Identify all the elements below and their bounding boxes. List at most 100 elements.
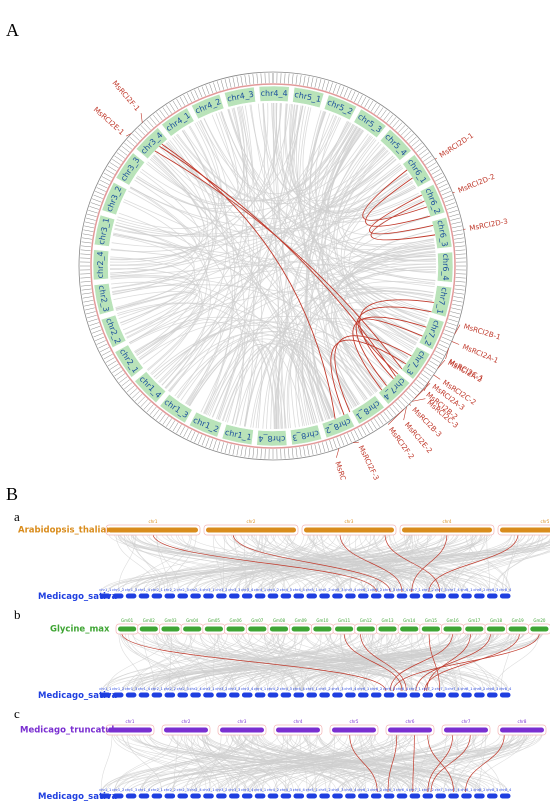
background-synteny-link [311, 632, 477, 692]
sativa-chromosome-label: chr1_2 [112, 687, 124, 691]
sativa-chromosome-chr2_4 [190, 692, 201, 698]
sativa-chromosome-label: chr5_3 [331, 687, 343, 691]
tick-mark [448, 318, 458, 322]
tick-mark [395, 401, 403, 410]
background-link [244, 215, 429, 427]
tick-mark [119, 149, 128, 156]
rci2-synteny-link [415, 632, 491, 692]
tick-mark [93, 194, 103, 199]
tick-mark [340, 86, 345, 96]
sativa-chromosome-label: chr5_3 [331, 588, 343, 592]
background-link [340, 167, 417, 345]
tick-mark [172, 100, 179, 110]
background-synteny-link [460, 549, 550, 593]
chromosome-label: chr4_4 [261, 89, 288, 98]
tick-mark [187, 93, 192, 103]
background-synteny-link [143, 733, 413, 793]
top-species-name: Medicago_truncatula [20, 726, 120, 736]
tick-mark [329, 439, 333, 450]
background-synteny-link [375, 533, 420, 593]
background-synteny-link [370, 733, 477, 793]
background-synteny-link [141, 533, 475, 593]
background-synteny-link [107, 632, 169, 692]
background-synteny-link [269, 533, 384, 593]
sativa-chromosome-chr5_3 [332, 593, 343, 599]
sativa-chromosome-chr1_2 [112, 793, 124, 799]
background-synteny-link [309, 533, 393, 593]
gene-pair-link [352, 316, 427, 391]
background-link [295, 269, 436, 427]
background-link [250, 103, 278, 186]
top-chromosome-Gm10 [313, 626, 332, 632]
background-synteny-link [324, 632, 476, 692]
background-synteny-link [334, 533, 534, 593]
tick-mark [101, 176, 111, 182]
subpanel-label-a: a [14, 509, 20, 524]
tick-mark [82, 237, 92, 240]
background-synteny-link [153, 533, 385, 593]
top-chromosome-label: chr4 [443, 519, 452, 524]
background-synteny-link [128, 533, 549, 593]
gene-label: MsRCI2D-1 [438, 131, 476, 160]
tick-mark [101, 350, 111, 356]
sativa-chromosome-chr2_2 [164, 593, 176, 599]
background-synteny-link [186, 533, 286, 593]
background-synteny-link [235, 632, 301, 692]
rci2-synteny-link [428, 533, 519, 593]
rci2-synteny-link [387, 733, 398, 793]
background-link [115, 224, 383, 388]
bottom-species-name: Medicago_sativa [38, 691, 117, 701]
background-synteny-link [185, 733, 220, 793]
top-chromosome-label: Gm10 [316, 618, 329, 623]
tick-mark [440, 340, 450, 345]
background-link [112, 157, 395, 293]
background-synteny-link [329, 632, 390, 692]
sativa-chromosome-label: chr3_3 [228, 588, 240, 592]
background-synteny-link [237, 632, 541, 692]
tick-mark [149, 406, 157, 415]
bottom-species-name: Medicago_sativa [38, 792, 117, 802]
background-link [252, 253, 436, 428]
background-link [228, 108, 436, 284]
gene-pair-link [330, 339, 407, 416]
top-chromosome-Gm19 [508, 626, 527, 632]
background-link [172, 137, 233, 415]
tick-mark [288, 73, 290, 84]
sativa-chromosome-chr2_3 [177, 593, 188, 599]
background-synteny-link [248, 533, 263, 593]
chromosome-band-chr1_1 [221, 423, 254, 446]
tick-mark [367, 422, 374, 432]
background-synteny-link [230, 733, 337, 793]
background-synteny-link [119, 632, 324, 692]
top-chromosome-label: chr4 [294, 719, 303, 724]
background-synteny-link [208, 733, 222, 793]
sativa-chromosome-label: chr7_3 [435, 588, 447, 592]
background-synteny-link [398, 733, 412, 793]
sativa-chromosome-chr8_4 [499, 692, 511, 698]
background-synteny-link [173, 733, 179, 793]
tick-mark [420, 152, 430, 159]
gene-leader-line [387, 409, 404, 425]
background-link [110, 171, 201, 266]
tick-mark [240, 446, 243, 457]
sativa-chromosome-label: chr7_3 [435, 687, 447, 691]
tick-mark [81, 288, 92, 291]
background-link [284, 103, 395, 202]
background-synteny-link [248, 733, 412, 793]
chromosome-band-chr3_1 [93, 214, 116, 247]
tick-mark [322, 442, 326, 452]
gene-leader-line [411, 398, 426, 402]
background-synteny-link [306, 733, 415, 793]
sativa-chromosome-chr5_3 [332, 793, 343, 799]
tick-mark [83, 229, 94, 232]
background-synteny-link [100, 733, 398, 793]
background-link [218, 112, 384, 387]
sativa-chromosome-chr4_1 [254, 593, 266, 599]
tick-mark [455, 253, 466, 255]
tick-mark [205, 85, 210, 95]
top-chromosome-label: Gm06 [230, 618, 243, 623]
tick-mark [86, 217, 96, 221]
sativa-chromosome-chr6_2 [370, 793, 382, 799]
tick-mark [134, 130, 143, 139]
tick-mark [121, 379, 130, 387]
